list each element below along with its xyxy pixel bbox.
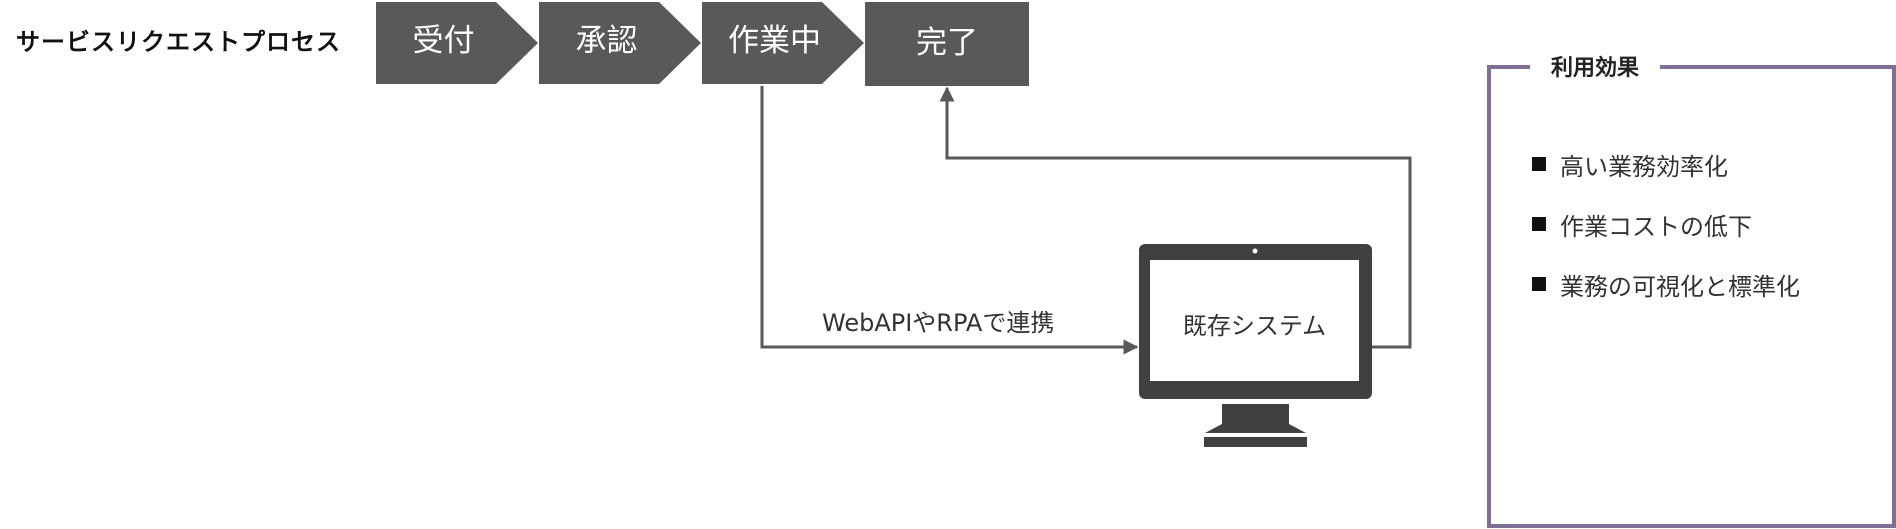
square-bullet-icon — [1532, 157, 1546, 171]
benefits-title: 利用効果 — [1530, 50, 1660, 82]
step-approval-shape — [539, 2, 701, 84]
step-reception-label: 受付 — [412, 23, 475, 59]
square-bullet-icon — [1532, 277, 1546, 291]
step-complete-shape — [865, 2, 1029, 86]
step-approval-label: 承認 — [575, 23, 638, 59]
benefits-panel — [1487, 65, 1896, 528]
benefit-item: 高い業務効率化 — [1532, 134, 1800, 194]
benefit-text: 高い業務効率化 — [1560, 152, 1728, 181]
step-in-progress-shape — [702, 2, 864, 84]
return-arrow — [939, 86, 1412, 349]
existing-system-label: 既存システム — [1182, 312, 1327, 340]
step-in-progress-label: 作業中 — [728, 23, 821, 59]
step-reception-shape — [376, 2, 538, 84]
process-title: サービスリクエストプロセス — [16, 28, 341, 56]
link-arrow — [760, 86, 1139, 355]
square-bullet-icon — [1532, 217, 1546, 231]
benefit-item: 作業コストの低下 — [1532, 194, 1800, 254]
benefits-list: 高い業務効率化 作業コストの低下 業務の可視化と標準化 — [1532, 134, 1800, 314]
step-complete-label: 完了 — [916, 25, 978, 61]
benefit-text: 作業コストの低下 — [1560, 212, 1752, 241]
integration-link-label: WebAPIやRPAで連携 — [822, 309, 1055, 337]
benefit-item: 業務の可視化と標準化 — [1532, 254, 1800, 314]
monitor-icon — [1139, 244, 1372, 447]
benefit-text: 業務の可視化と標準化 — [1560, 272, 1800, 301]
